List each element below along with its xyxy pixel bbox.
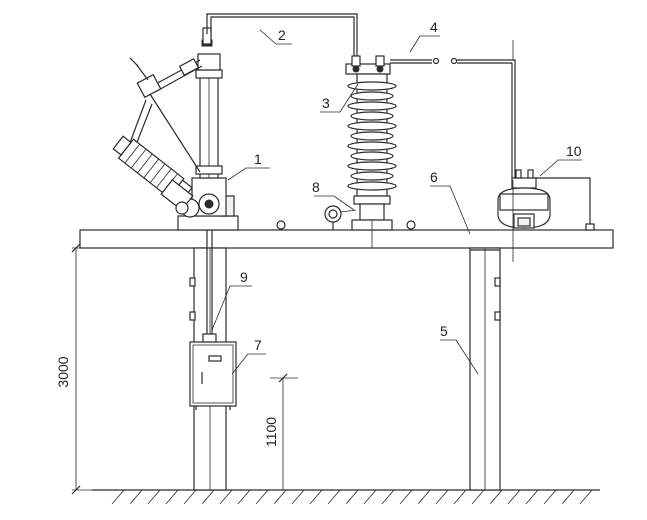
dimension-total-height: 3000 [55, 243, 120, 495]
discharge-counter [276, 205, 416, 230]
label-8: 8 [312, 179, 320, 195]
connecting-conductor [206, 13, 358, 68]
dimension-1100: 1100 [263, 417, 279, 447]
ground-hatching [92, 489, 600, 505]
dimension-3000: 3000 [55, 356, 71, 387]
part-labels: 1 2 3 4 5 6 7 8 9 10 [240, 19, 582, 353]
surge-arrester [345, 55, 397, 248]
label-1: 1 [254, 151, 262, 167]
current-transformer [497, 169, 595, 262]
control-box [189, 341, 237, 410]
label-4: 4 [430, 19, 438, 35]
label-6: 6 [430, 169, 438, 185]
label-10: 10 [566, 143, 582, 159]
platform-beam [79, 229, 614, 249]
label-9: 9 [240, 269, 248, 285]
label-7: 7 [254, 337, 262, 353]
label-2: 2 [278, 27, 286, 43]
label-3: 3 [322, 95, 330, 111]
leader-lines [211, 29, 582, 375]
dimension-box-height: 1100 [263, 373, 298, 490]
label-5: 5 [440, 323, 448, 339]
terminal-lead [390, 40, 516, 180]
disconnect-switch [112, 27, 239, 231]
